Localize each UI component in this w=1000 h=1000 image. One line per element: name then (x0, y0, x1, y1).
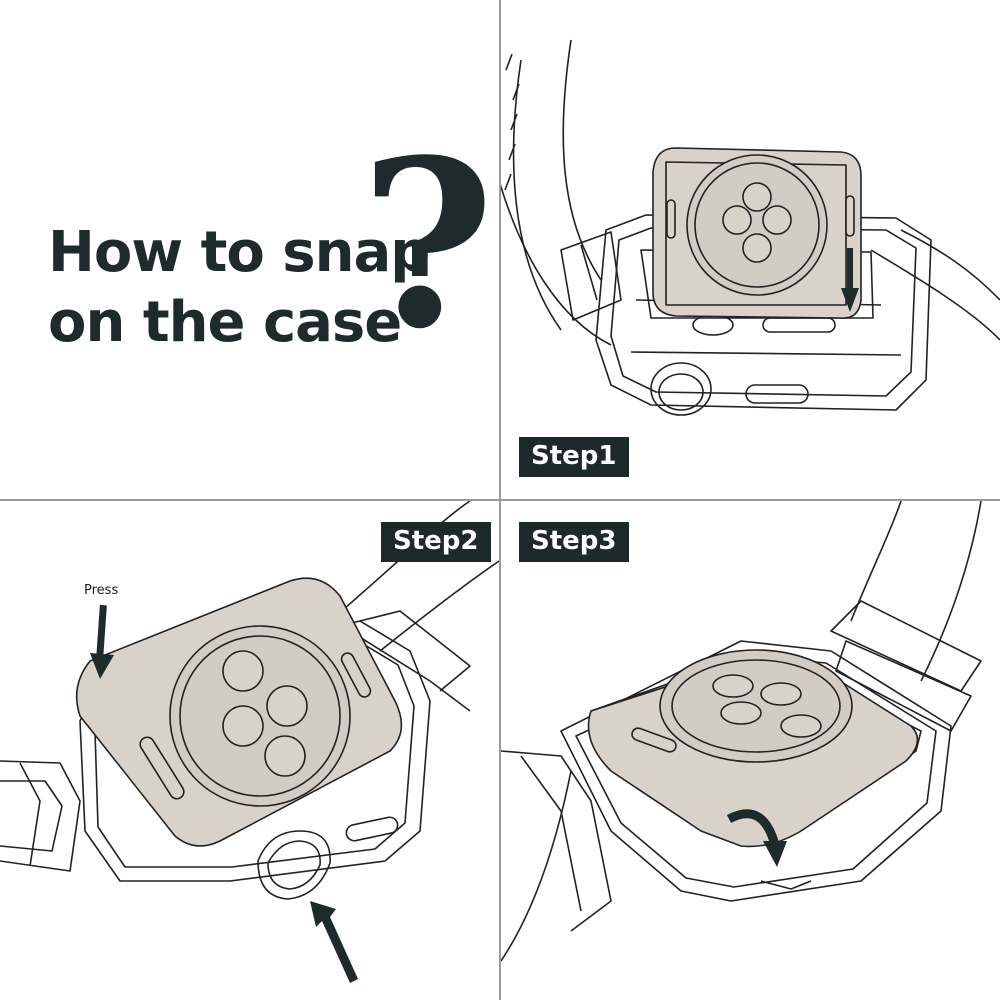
step3-panel: Step3 (501, 501, 1000, 1000)
press-annotation: Press (84, 583, 119, 598)
step3-label: Step3 (519, 522, 629, 562)
step2-panel: Press Step2 (0, 501, 499, 1000)
page-title: How to snap on the case (48, 218, 430, 358)
curved-arrow-icon (726, 809, 787, 867)
title-line-1: How to snap (48, 220, 430, 285)
press-down-arrow-icon (90, 604, 114, 679)
step2-illustration (0, 501, 499, 983)
question-mark-icon: ? (360, 110, 495, 380)
horizontal-divider (0, 499, 1000, 501)
step1-illustration (501, 39, 1000, 416)
step2-label: Step2 (381, 522, 491, 562)
title-panel: How to snap on the case ? (0, 0, 499, 499)
step1-label: Step1 (519, 437, 629, 477)
title-line-2: on the case (48, 290, 402, 355)
step1-panel: Step1 (501, 0, 1000, 499)
down-arrow-icon (841, 248, 859, 312)
up-right-arrow-icon (310, 901, 358, 983)
step3-illustration (501, 501, 982, 962)
